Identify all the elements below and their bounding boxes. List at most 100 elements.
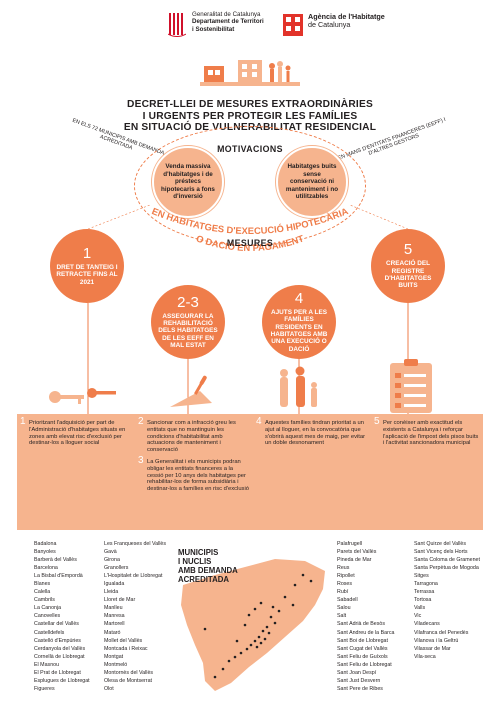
ahc-logo-icon <box>283 14 303 36</box>
municipi-item: Montornès del Vallès <box>104 669 154 676</box>
municipi-item: Manlleu <box>104 605 123 612</box>
map-title: MUNICIPIS I NUCLIS AMB DEMANDA ACREDITAD… <box>178 548 238 584</box>
motivacions-title: MOTIVACIONS <box>217 144 283 154</box>
detail-2-number: 2 <box>138 416 144 427</box>
municipi-item: Blanes <box>34 581 51 588</box>
municipi-item: Manresa <box>104 613 125 620</box>
measure-5-number: 5 <box>403 241 413 259</box>
catalonia-map-icon <box>181 559 325 691</box>
detail-3-text: La Generalitat i els municipis podran ob… <box>147 458 249 493</box>
municipi-item: Vic <box>414 613 422 620</box>
measure-4-number: 4 <box>294 290 304 308</box>
municipi-item: Sant Quirze del Vallès <box>414 541 467 547</box>
generalitat-text: Generalitat de Catalunya Departament de … <box>192 11 264 33</box>
measure-4: 4 AJUTS PER A LES FAMÍLIES RESIDENTS EN … <box>262 285 336 359</box>
municipi-item: Salt <box>337 613 347 620</box>
municipi-item: El Prat de Llobregat <box>34 669 81 676</box>
illustrations-row <box>49 359 432 413</box>
municipi-item: Vilanova i la Geltrú <box>414 637 459 644</box>
municipi-item: Vila-seca <box>414 653 436 660</box>
municipi-item: Valls <box>414 605 426 612</box>
municipi-item: Montgat <box>104 653 124 660</box>
municipi-item: Montmeló <box>104 661 128 668</box>
detail-1-text: Prioritzant l'adquisició per part de l'A… <box>29 420 126 447</box>
motivation-left: Venda massiva d'habitatges i de préstecs… <box>152 146 224 218</box>
municipi-item: Sant Feliu de Llobregat <box>337 661 392 668</box>
municipi-item: Salou <box>337 605 351 612</box>
top-illustration-icon <box>200 60 300 86</box>
municipi-item: El Masnou <box>34 661 60 668</box>
detail-2-text: Sancionar com a infracció greu les entit… <box>147 420 236 454</box>
municipi-item: Mataró <box>104 629 121 636</box>
municipi-item: Santa Coloma de Gramenet <box>414 557 480 564</box>
municipi-item: Sant Adrià de Besòs <box>337 621 385 628</box>
measure-2-3-number: 2-3 <box>177 293 199 311</box>
municipi-item: Santa Perpètua de Mogoda <box>414 565 479 572</box>
mesures-title: MESURES <box>226 238 274 248</box>
municipi-item: Sant Cugat del Vallès <box>337 645 388 652</box>
municipi-item: Montcada i Reixac <box>104 645 148 652</box>
municipi-item: Calella <box>34 589 51 596</box>
municipi-item: Ripollet <box>337 573 355 580</box>
municipi-item: Terrassa <box>414 589 435 596</box>
motivation-right: Habitatges buits sense conservació ni ma… <box>276 146 348 218</box>
generalitat-logo-icon <box>168 12 186 38</box>
municipi-item: Roses <box>337 581 353 588</box>
measure-5: 5 CREACIÓ DEL REGISTRE D'HABITATGES BUIT… <box>371 229 445 303</box>
municipi-item: Sabadell <box>337 597 358 604</box>
municipi-item: Castelló d'Empúries <box>34 637 81 644</box>
detail-4-text: Aquestes famílies tindran prioritat a un… <box>265 420 366 447</box>
municipi-item: L'Hospitalet de Llobregat <box>104 573 163 580</box>
municipi-item: Lloret de Mar <box>104 597 136 604</box>
measure-5-text: CREACIÓ DEL REGISTRE D'HABITATGES BUITS <box>384 260 432 290</box>
municipi-item: Tarragona <box>414 581 438 588</box>
municipi-item: La Canonja <box>34 605 62 612</box>
municipi-item: Canovelles <box>34 613 61 620</box>
clipboard-icon <box>390 359 432 413</box>
municipi-item: Parets del Vallès <box>337 549 377 556</box>
motivations-ring <box>134 126 366 246</box>
municipi-item: Sant Feliu de Guíxols <box>337 653 388 660</box>
municipi-item: Cornellà de Llobregat <box>34 653 85 660</box>
keys-icon <box>49 388 116 404</box>
municipi-item: Sant Boi de Llobregat <box>337 637 388 644</box>
trowel-icon <box>170 375 212 407</box>
municipi-item: Banyoles <box>34 549 56 556</box>
municipi-item: Olot <box>104 685 114 692</box>
municipi-item: Barberà del Vallès <box>34 557 77 564</box>
details-band <box>17 414 483 530</box>
measure-2-3-text: ASSEGURAR LA REHABILITACIÓ DELS HABITATG… <box>158 312 218 349</box>
detail-4-number: 4 <box>256 416 262 427</box>
municipi-item: Mollet del Vallès <box>104 637 143 644</box>
detail-5-text: Per conèixer amb exactitud els existents… <box>383 420 479 447</box>
municipi-item: Olesa de Montserrat <box>104 677 152 684</box>
municipi-item: Igualada <box>104 581 125 588</box>
municipi-item: Figueres <box>34 685 55 692</box>
measure-1: 1 DRET DE TANTEIG I RETRACTE FINS AL 202… <box>50 229 124 303</box>
municipi-item: Esplugues de Llobregat <box>34 677 90 684</box>
municipi-item: Barcelona <box>34 565 58 572</box>
municipi-item: Granollers <box>104 565 129 572</box>
municipi-item: Sant Pere de Ribes <box>337 685 383 692</box>
municipi-item: Martorell <box>104 621 125 628</box>
header: Generalitat de Catalunya Departament de … <box>0 8 500 44</box>
municipi-item: Vilassar de Mar <box>414 645 451 652</box>
municipi-item: La Bisbal d'Empordà <box>34 573 83 580</box>
municipi-item: Girona <box>104 557 120 564</box>
municipi-item: Les Franqueses del Vallès <box>104 541 167 547</box>
measure-1-number: 1 <box>82 245 92 263</box>
municipi-item: Sant Andreu de la Barca <box>337 629 395 636</box>
municipi-item: Sant Joan Despí <box>337 669 377 676</box>
municipi-item: Tortosa <box>414 597 432 604</box>
municipi-item: Castelldefels <box>34 629 65 636</box>
municipi-item: Gavà <box>104 549 117 556</box>
measure-2-3: 2-3 ASSEGURAR LA REHABILITACIÓ DELS HABI… <box>151 285 225 359</box>
municipi-item: Castellar del Vallès <box>34 621 79 628</box>
measure-4-text: AJUTS PER A LES FAMÍLIES RESIDENTS EN HA… <box>270 309 328 353</box>
detail-5-number: 5 <box>374 416 380 427</box>
